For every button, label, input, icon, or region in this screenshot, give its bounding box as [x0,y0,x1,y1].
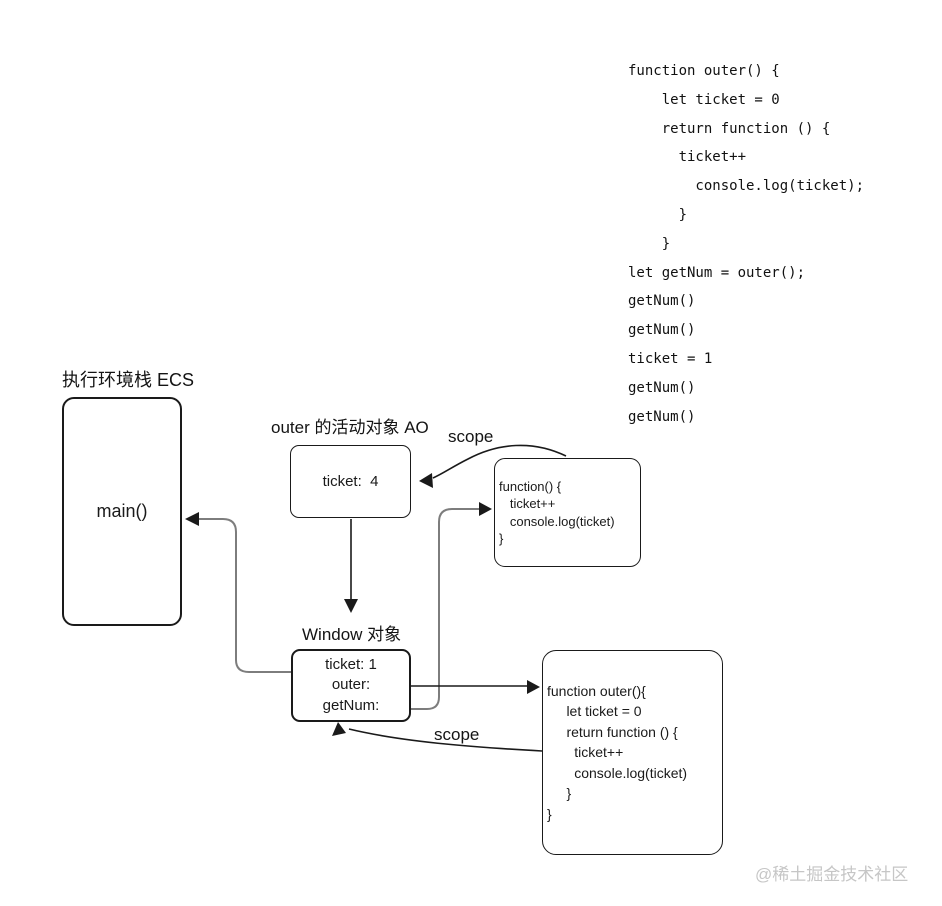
ao-ticket-value: ticket: 4 [322,473,379,490]
scope-bottom-label: scope [434,725,480,744]
scope-top-label: scope [448,427,494,446]
arrow-ao-to-window [344,519,358,613]
window-object-properties: ticket: 1 outer: getNum: [322,655,380,714]
arrow-window-to-main [185,512,291,673]
main-box-label: main() [96,501,148,521]
watermark: @稀土掘金技术社区 [755,865,909,884]
window-object-box: ticket: 1 outer: getNum: [291,649,411,722]
main-execution-box: main() [62,397,182,626]
inner-function-code: function() { ticket++ console.log(ticket… [499,478,615,547]
source-code-snippet: function outer() { let ticket = 0 return… [628,63,865,425]
arrow-window-to-outerfn [411,680,540,694]
inner-function-box: function() { ticket++ console.log(ticket… [494,458,641,567]
outer-function-box: function outer(){ let ticket = 0 return … [542,650,723,855]
ao-label: outer 的活动对象 AO [271,418,429,437]
ao-ticket-box: ticket: 4 [290,445,411,518]
window-object-label: Window 对象 [302,625,402,644]
outer-function-code: function outer(){ let ticket = 0 return … [547,683,688,822]
ecs-label: 执行环境栈 ECS [62,370,195,390]
